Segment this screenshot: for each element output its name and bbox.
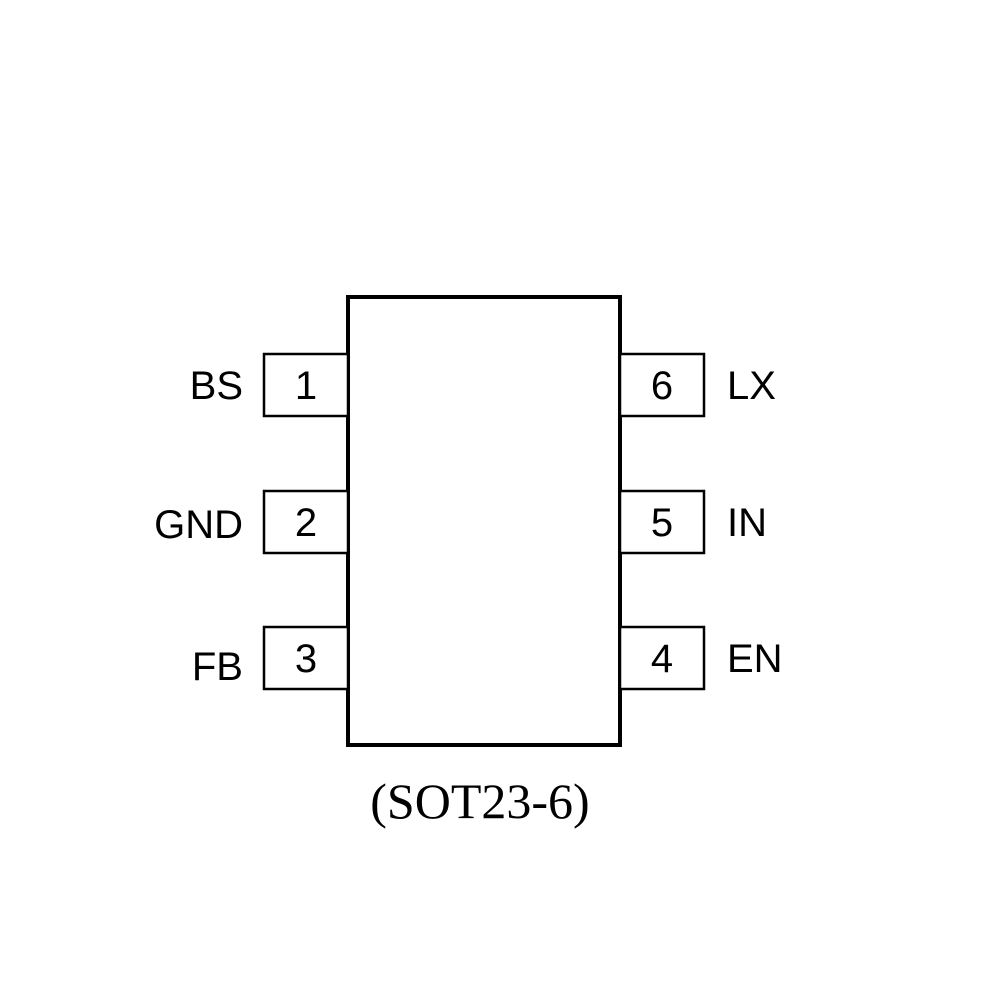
pin-4-box <box>618 625 706 691</box>
pin-2-name: GND <box>154 503 243 547</box>
pin-5-box <box>618 489 706 555</box>
pin-6-number: 6 <box>651 364 673 408</box>
pin-1-number: 1 <box>295 364 317 408</box>
pin-2-box <box>262 489 350 555</box>
pin-3-number: 3 <box>295 637 317 681</box>
pin-5: 5 IN <box>618 489 767 555</box>
ic-body <box>346 295 622 747</box>
pin-3-name: FB <box>192 645 243 689</box>
pin-6-box <box>618 352 706 418</box>
pin-5-number: 5 <box>651 501 673 545</box>
pin-6: 6 LX <box>618 352 776 418</box>
pin-3-box <box>262 625 350 691</box>
pin-2: 2 GND <box>154 489 350 555</box>
pin-4: 4 EN <box>618 625 783 691</box>
pin-2-number: 2 <box>295 501 317 545</box>
pin-1-name: BS <box>190 364 243 408</box>
pin-1: 1 BS <box>190 352 350 418</box>
pin-5-name: IN <box>727 501 767 545</box>
package-label: (SOT23-6) <box>370 773 589 829</box>
pin-1-box <box>262 352 350 418</box>
pin-4-number: 4 <box>651 637 673 681</box>
pin-4-name: EN <box>727 637 783 681</box>
pin-6-name: LX <box>727 364 776 408</box>
pin-3: 3 FB <box>192 625 350 691</box>
